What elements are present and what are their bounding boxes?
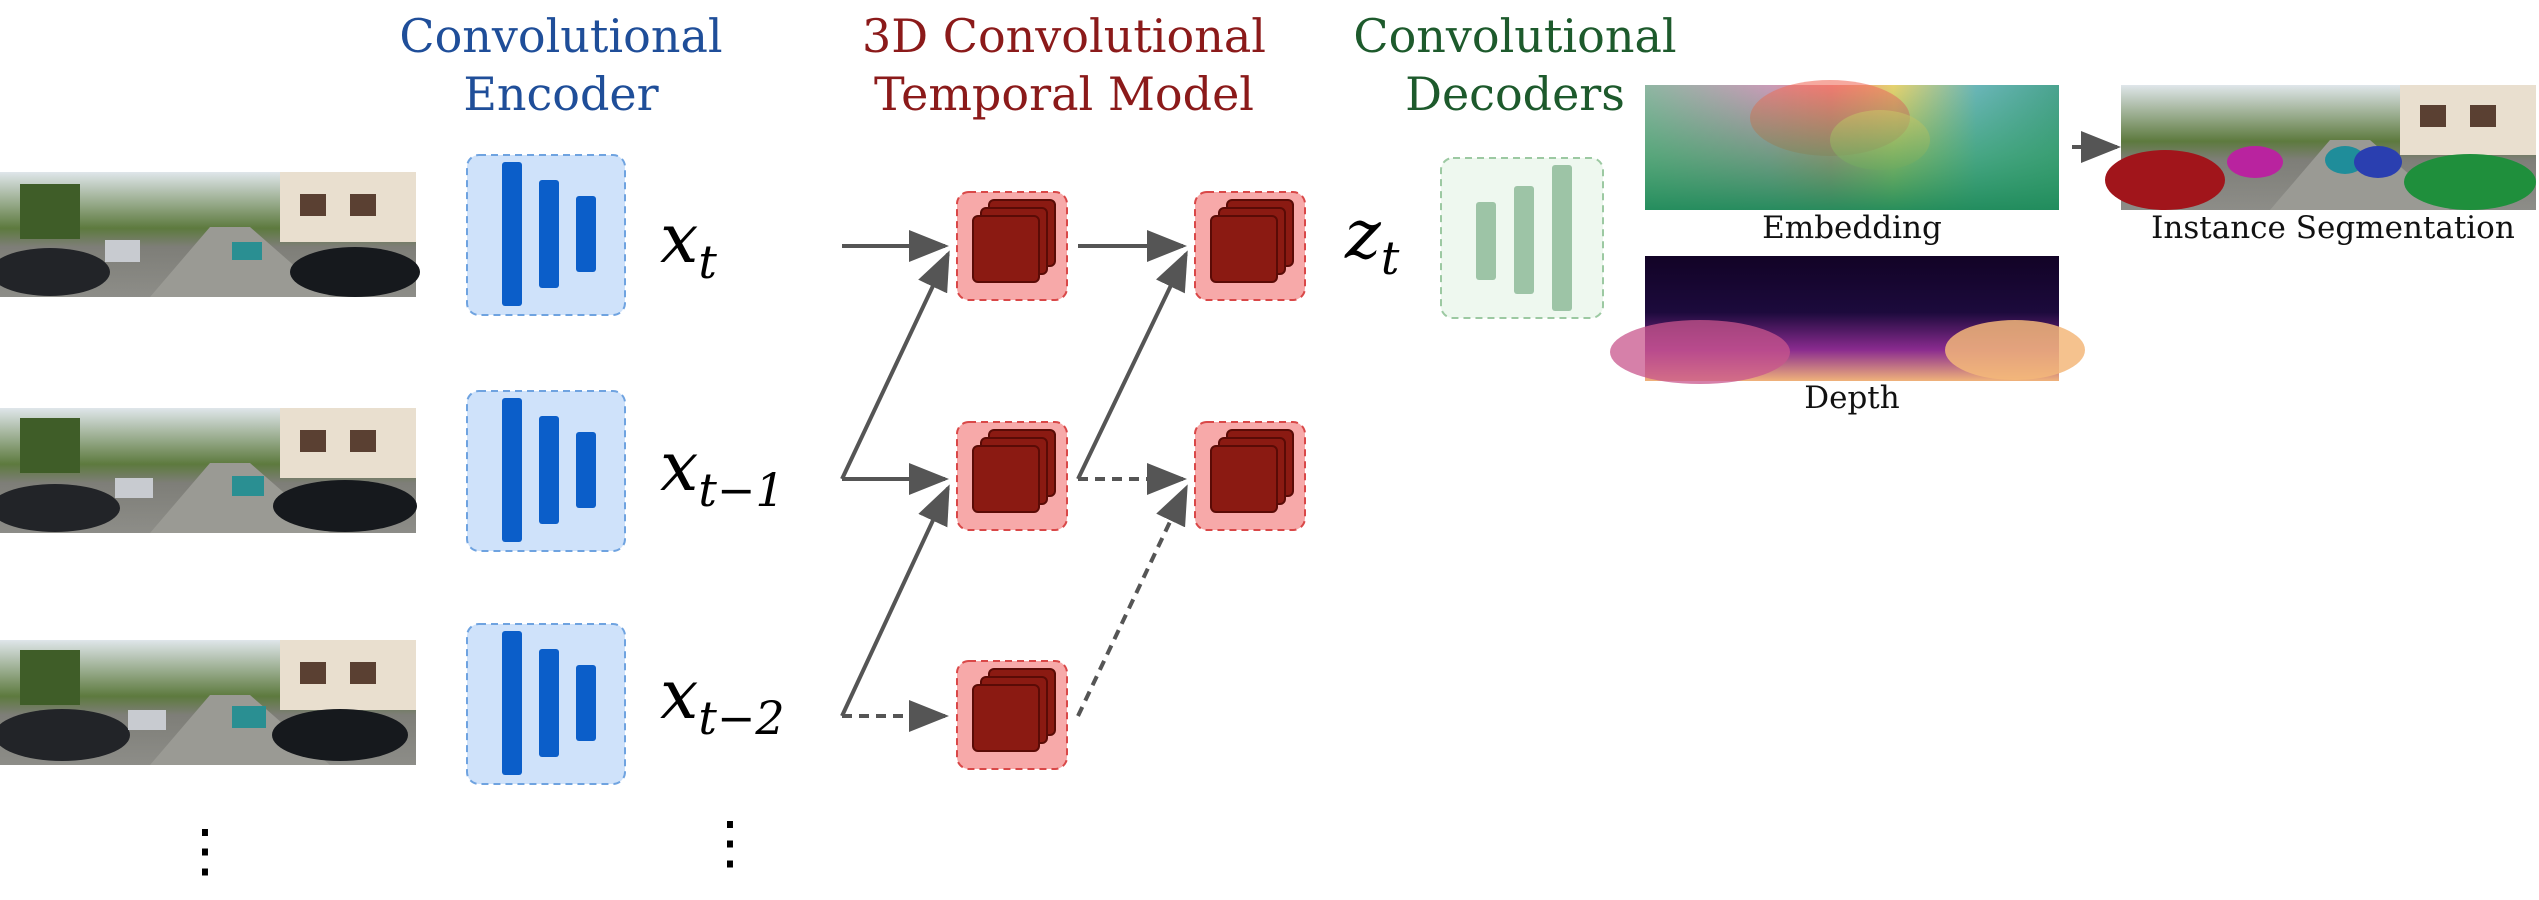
encoder-layer-bar <box>502 162 522 306</box>
temporal-header-line1: 3D Convolutional <box>862 9 1266 63</box>
variable-x-t-minus-1: xt−1 <box>660 428 785 517</box>
frames-ellipsis: ⋮ <box>176 816 234 884</box>
encoder-header-line2: Encoder <box>463 67 658 121</box>
encoder-layer-bar <box>539 180 559 288</box>
variable-x-t-minus-2: xt−2 <box>660 656 785 745</box>
encoder-layer-bar <box>539 416 559 524</box>
decoders-header-line1: Convolutional <box>1353 9 1676 63</box>
input-frame-t <box>0 172 420 297</box>
arrow-temporal-t2-diag-up <box>1076 484 1188 717</box>
decoder-layer-bar <box>1476 202 1496 280</box>
depth-caption: Depth <box>1804 380 1900 416</box>
encoder-layer-bar <box>576 665 596 741</box>
variable-x-t: xt <box>660 200 717 289</box>
embedding-output-image <box>1645 80 2059 210</box>
encoder-block-t <box>466 154 626 316</box>
encoder-layer-bar <box>576 196 596 272</box>
temporal-block-layer2-t <box>1194 191 1306 301</box>
decoders-header-line2: Decoders <box>1405 67 1625 121</box>
decoder-layer-bar <box>1552 165 1572 311</box>
temporal-header-line2: Temporal Model <box>874 67 1254 121</box>
temporal-block-layer2-t-minus-1 <box>1194 421 1306 531</box>
encoder-block-t-minus-1 <box>466 390 626 552</box>
decoder-block <box>1440 157 1604 319</box>
encoder-layer-bar <box>502 398 522 542</box>
input-frame-t-minus-2 <box>0 640 416 765</box>
input-frame-t-minus-1 <box>0 408 417 533</box>
encoder-layer-bar <box>539 649 559 757</box>
arrow-xt2-diag-up <box>840 484 950 717</box>
variable-z-t: zt <box>1344 196 1400 285</box>
embedding-caption: Embedding <box>1762 210 1942 246</box>
temporal-block-layer1-t <box>956 191 1068 301</box>
encoder-layer-bar <box>502 631 522 775</box>
features-ellipsis: ⋮ <box>701 808 759 876</box>
encoder-layer-bar <box>576 432 596 508</box>
temporal-block-layer1-t-minus-1 <box>956 421 1068 531</box>
temporal-block-layer1-t-minus-2 <box>956 660 1068 770</box>
encoder-header-line1: Convolutional <box>399 9 722 63</box>
instance-segmentation-output-image <box>2105 85 2536 210</box>
decoder-layer-bar <box>1514 186 1534 294</box>
depth-output-image <box>1610 256 2085 384</box>
arrow-temporal-t1-diag-up <box>1076 250 1188 480</box>
instance-segmentation-caption: Instance Segmentation <box>2151 210 2515 246</box>
encoder-block-t-minus-2 <box>466 623 626 785</box>
arrow-xt1-diag-up <box>840 250 950 480</box>
